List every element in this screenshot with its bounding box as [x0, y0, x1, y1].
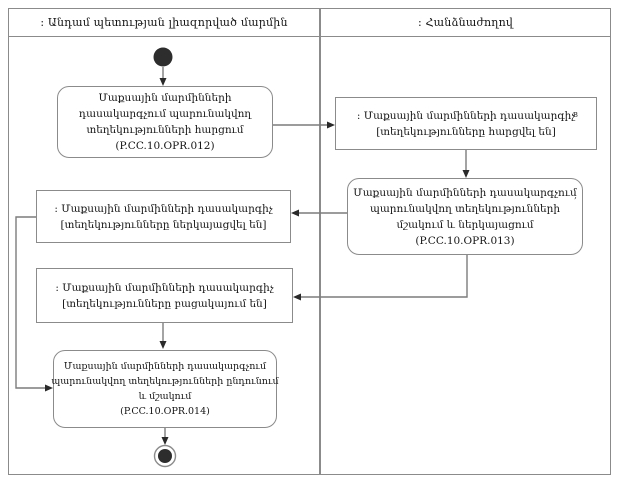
- action-op012-line: Մաքսային մարմինների: [98, 92, 232, 104]
- object-info-requested: : Մաքսային մարմինների դասակարգիչ [տեղեկո…: [335, 97, 597, 150]
- object-info-missing-state: [տեղեկությունները բացակայում են]: [62, 297, 267, 310]
- lane-title-authorized-body: : Անդամ պետության լիազորված մարմին: [40, 16, 288, 29]
- object-info-requested-line: : Մաքսային մարմինների դասակարգիչ: [356, 109, 576, 122]
- object-info-presented-state: [տեղեկությունները ներկայացվել են]: [60, 218, 267, 231]
- lane-title-commission: : Հանձնաժողով: [417, 16, 514, 29]
- action-op012-line: տեղեկությունների հարցում: [86, 124, 244, 136]
- action-op014-line: Մաքսային մարմինների դասակարգչում: [63, 361, 267, 372]
- object-info-missing: : Մաքսային մարմինների դասակարգիչ [տեղեկո…: [36, 268, 293, 323]
- object-info-requested-state: [տեղեկությունները հարցվել են]: [376, 125, 556, 138]
- action-op012-line: դասակարգչում պարունակվող: [78, 108, 252, 120]
- lane-header-band: [8, 8, 611, 37]
- object-info-missing-line: : Մաքսային մարմինների դասակարգիչ: [55, 281, 274, 294]
- object-info-presented: : Մաքսային մարմինների դասակարգիչ [տեղեկո…: [36, 190, 291, 243]
- action-op013: Մաքսային մարմինների դասակարգչում պարունա…: [347, 178, 583, 255]
- object-info-presented-line: : Մաքսային մարմինների դասակարգիչ: [54, 202, 273, 215]
- action-op012-code: (P.CC.10.OPR.012): [115, 140, 215, 152]
- action-op014: Մաքսային մարմինների դասակարգչում պարունա…: [51, 350, 279, 428]
- action-op012: Մաքսային մարմինների դասակարգչում պարունա…: [57, 86, 273, 158]
- lane-divider: [319, 8, 321, 475]
- action-op013-code: (P.CC.10.OPR.013): [415, 234, 515, 247]
- action-op013-line: Մաքսային մարմինների դասակարգչում: [353, 186, 577, 199]
- stray-glyph: ,: [574, 191, 577, 201]
- action-op013-line: պարունակվող տեղեկությունների: [369, 202, 561, 215]
- action-op014-line: և մշակում: [138, 391, 192, 402]
- stray-glyph: в: [572, 110, 578, 120]
- action-op014-code: (P.CC.10.OPR.014): [120, 406, 210, 417]
- action-op014-line: պարունակվող տեղեկությունների ընդունում: [51, 376, 279, 387]
- action-op013-line: մշակում և ներկայացում: [396, 218, 534, 231]
- diagram-frame: [8, 8, 611, 475]
